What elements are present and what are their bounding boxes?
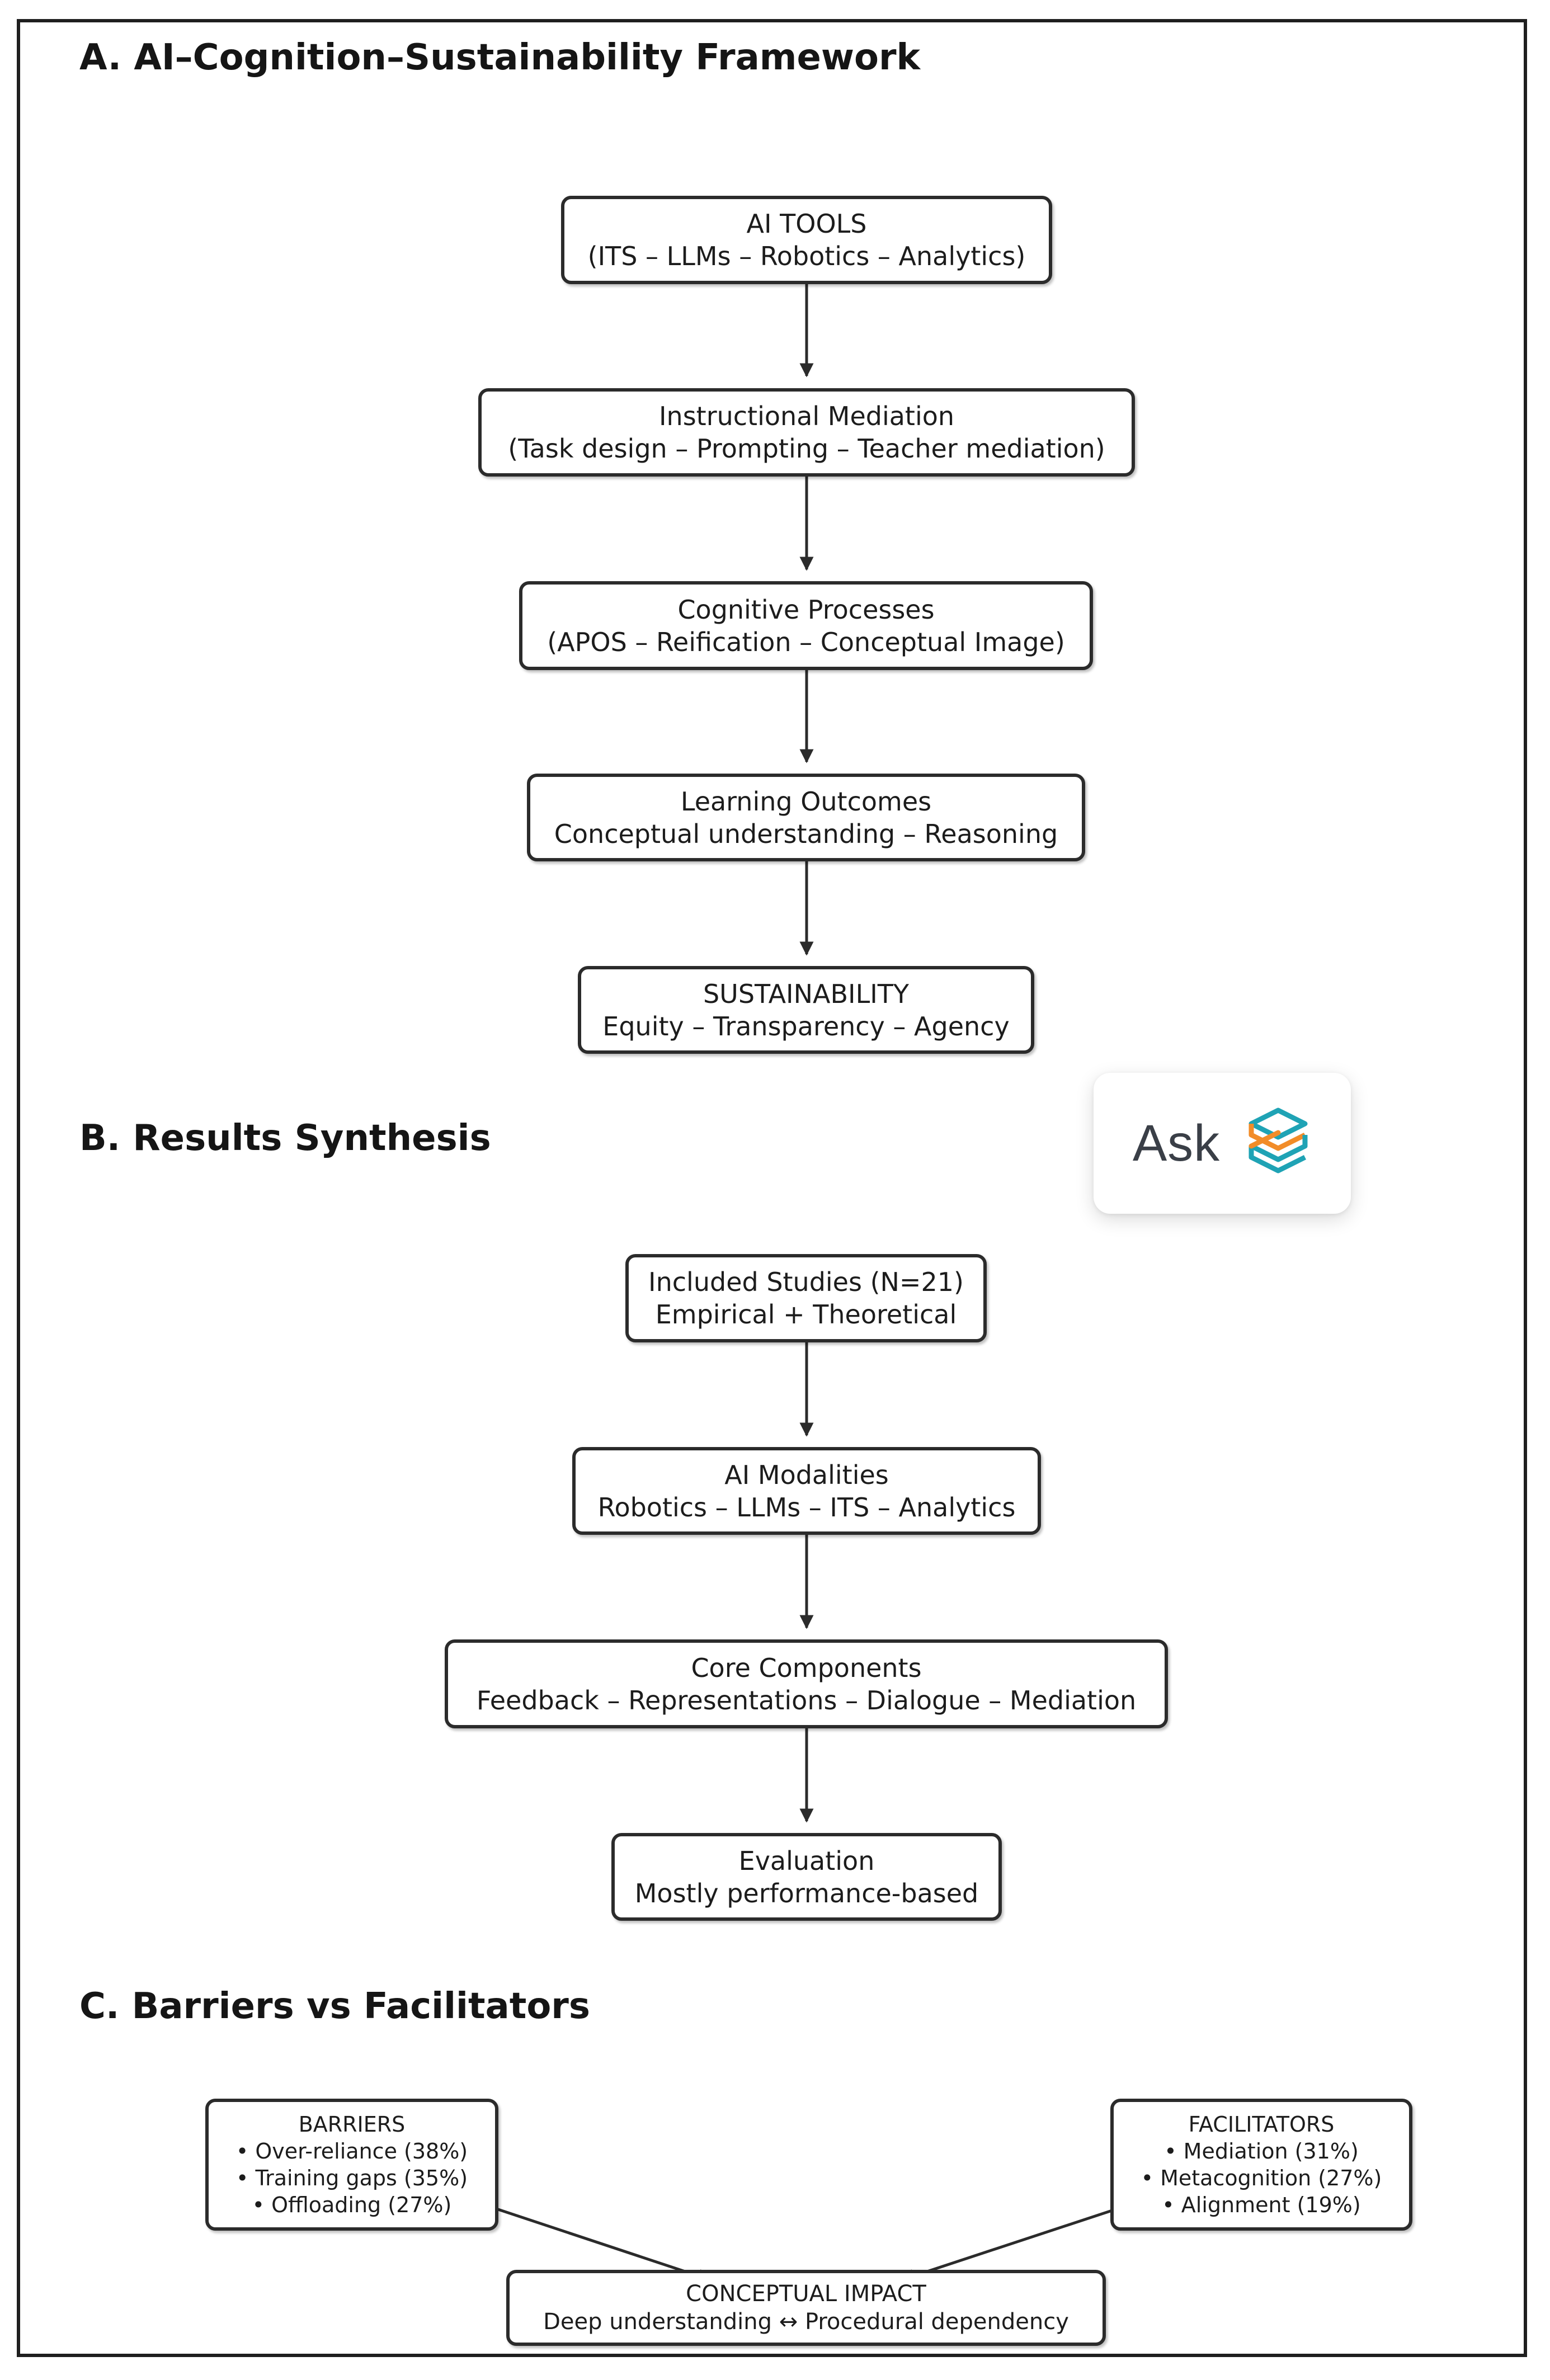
facilitators-box: FACILITATORS • Mediation (31%) • Metacog… (1110, 2099, 1412, 2231)
ask-label: Ask (1132, 1114, 1221, 1172)
barriers-box: BARRIERS • Over-reliance (38%) • Trainin… (205, 2099, 498, 2231)
conceptual-impact-box: CONCEPTUAL IMPACT Deep understanding ↔ P… (506, 2270, 1106, 2346)
studies-detail: Empirical + Theoretical (655, 1299, 957, 1330)
sustainability-box: SUSTAINABILITY Equity – Transparency – A… (578, 966, 1034, 1054)
section-c-title: C. Barriers vs Facilitators (79, 1986, 590, 2027)
mediation-detail: (Task design – Prompting – Teacher media… (508, 433, 1105, 464)
cognitive-detail: (APOS – Reification – Conceptual Image) (547, 626, 1065, 657)
outcomes-detail: Conceptual understanding – Reasoning (554, 818, 1058, 849)
evaluation-box: Evaluation Mostly performance-based (611, 1833, 1002, 1921)
modalities-detail: Robotics – LLMs – ITS – Analytics (597, 1492, 1016, 1523)
cognitive-processes-box: Cognitive Processes (APOS – Reification … (519, 581, 1093, 670)
outcomes-title: Learning Outcomes (680, 786, 932, 817)
facilitator-item: • Mediation (31%) (1164, 2139, 1359, 2164)
studies-title: Included Studies (N=21) (648, 1267, 964, 1297)
evaluation-title: Evaluation (738, 1845, 875, 1876)
barrier-item: • Offloading (27%) (252, 2193, 452, 2217)
facilitator-item: • Alignment (19%) (1162, 2193, 1361, 2217)
barriers-title: BARRIERS (298, 2112, 406, 2137)
impact-detail: Deep understanding ↔ Procedural dependen… (543, 2309, 1069, 2335)
barrier-item: • Over-reliance (38%) (235, 2139, 468, 2164)
section-b-title: B. Results Synthesis (79, 1118, 491, 1159)
ai-tools-title: AI TOOLS (746, 209, 867, 239)
evaluation-detail: Mostly performance-based (634, 1878, 979, 1908)
facilitators-title: FACILITATORS (1188, 2112, 1335, 2137)
sustainability-detail: Equity – Transparency – Agency (602, 1011, 1010, 1041)
impact-title: CONCEPTUAL IMPACT (686, 2281, 926, 2307)
learning-outcomes-box: Learning Outcomes Conceptual understandi… (527, 774, 1085, 861)
facilitator-item: • Metacognition (27%) (1141, 2166, 1382, 2190)
core-components-box: Core Components Feedback – Representatio… (445, 1639, 1168, 1728)
section-a-title: A. AI–Cognition–Sustainability Framework (79, 37, 921, 78)
figure-frame (17, 19, 1527, 2357)
ai-modalities-box: AI Modalities Robotics – LLMs – ITS – An… (572, 1447, 1041, 1535)
cognitive-title: Cognitive Processes (677, 594, 935, 625)
sustainability-title: SUSTAINABILITY (703, 978, 910, 1009)
components-title: Core Components (691, 1652, 922, 1683)
ai-tools-detail: (ITS – LLMs – Robotics – Analytics) (587, 241, 1026, 271)
stacked-layers-logo-icon (1245, 1106, 1312, 1181)
instructional-mediation-box: Instructional Mediation (Task design – P… (478, 388, 1135, 477)
mediation-title: Instructional Mediation (658, 401, 955, 431)
barrier-item: • Training gaps (35%) (235, 2166, 468, 2190)
ask-button[interactable]: Ask (1094, 1073, 1351, 1214)
modalities-title: AI Modalities (724, 1459, 889, 1490)
components-detail: Feedback – Representations – Dialogue – … (476, 1685, 1137, 1716)
included-studies-box: Included Studies (N=21) Empirical + Theo… (625, 1254, 987, 1342)
ai-tools-box: AI TOOLS (ITS – LLMs – Robotics – Analyt… (561, 196, 1052, 284)
